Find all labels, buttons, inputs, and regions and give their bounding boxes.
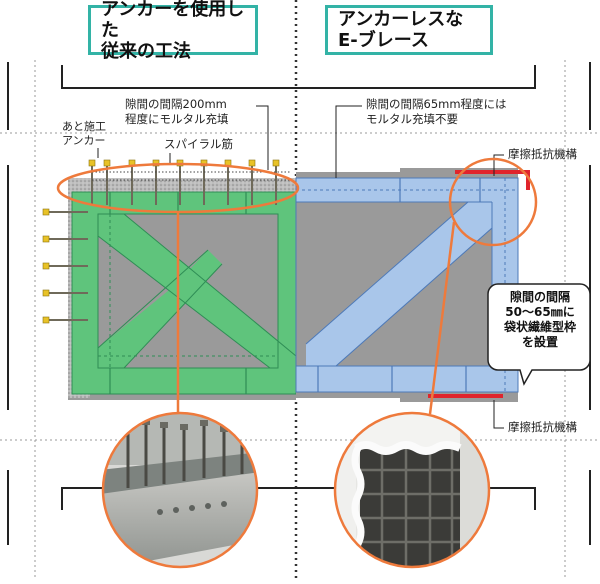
friction-mechanism-bottom xyxy=(428,394,503,398)
photo-right-border xyxy=(333,411,491,569)
friction-mechanism-label-top: 摩擦抵抗機構 xyxy=(508,147,577,161)
title-anchorless-line2: E-ブレース xyxy=(338,30,429,51)
anchor-caps-side xyxy=(42,208,50,324)
fabric-formwork-note: 隙間の間隔 50～65㎜に 袋状繊維型枠 を設置 xyxy=(503,290,576,349)
title-anchorless-method: アンカーレスな E-ブレース xyxy=(325,5,493,55)
gap-200mm-note: 隙間の間隔200mm 程度にモルタル充填 xyxy=(125,97,229,126)
friction-mechanism-label-bottom: 摩擦抵抗機構 xyxy=(508,420,577,434)
photo-left-border xyxy=(101,411,259,569)
post-installed-anchor-label: あと施工 アンカー xyxy=(62,120,106,147)
title-conventional-line2: 従来の工法 xyxy=(101,40,191,62)
structure-outline xyxy=(7,62,591,545)
spiral-rebar xyxy=(92,171,290,181)
spiral-rebar-label: スパイラル筋 xyxy=(164,137,233,151)
green-brace-frame xyxy=(71,191,297,395)
gap-65mm-note: 隙間の間隔65mm程度には モルタル充填不要 xyxy=(366,97,507,126)
anchor-bolts-side xyxy=(48,211,88,321)
friction-mechanism-top xyxy=(455,170,530,174)
friction-mechanism-top-side xyxy=(526,170,530,190)
photo-anchor-closeup xyxy=(103,413,257,567)
title-conventional-method: アンカーを使用した 従来の工法 xyxy=(88,0,258,62)
leader-lines xyxy=(97,105,504,429)
title-anchorless-line1: アンカーレスな xyxy=(338,9,464,30)
orange-callouts xyxy=(56,157,538,415)
note-bubble xyxy=(487,283,591,386)
title-conventional-line1: アンカーを使用した xyxy=(101,0,245,41)
